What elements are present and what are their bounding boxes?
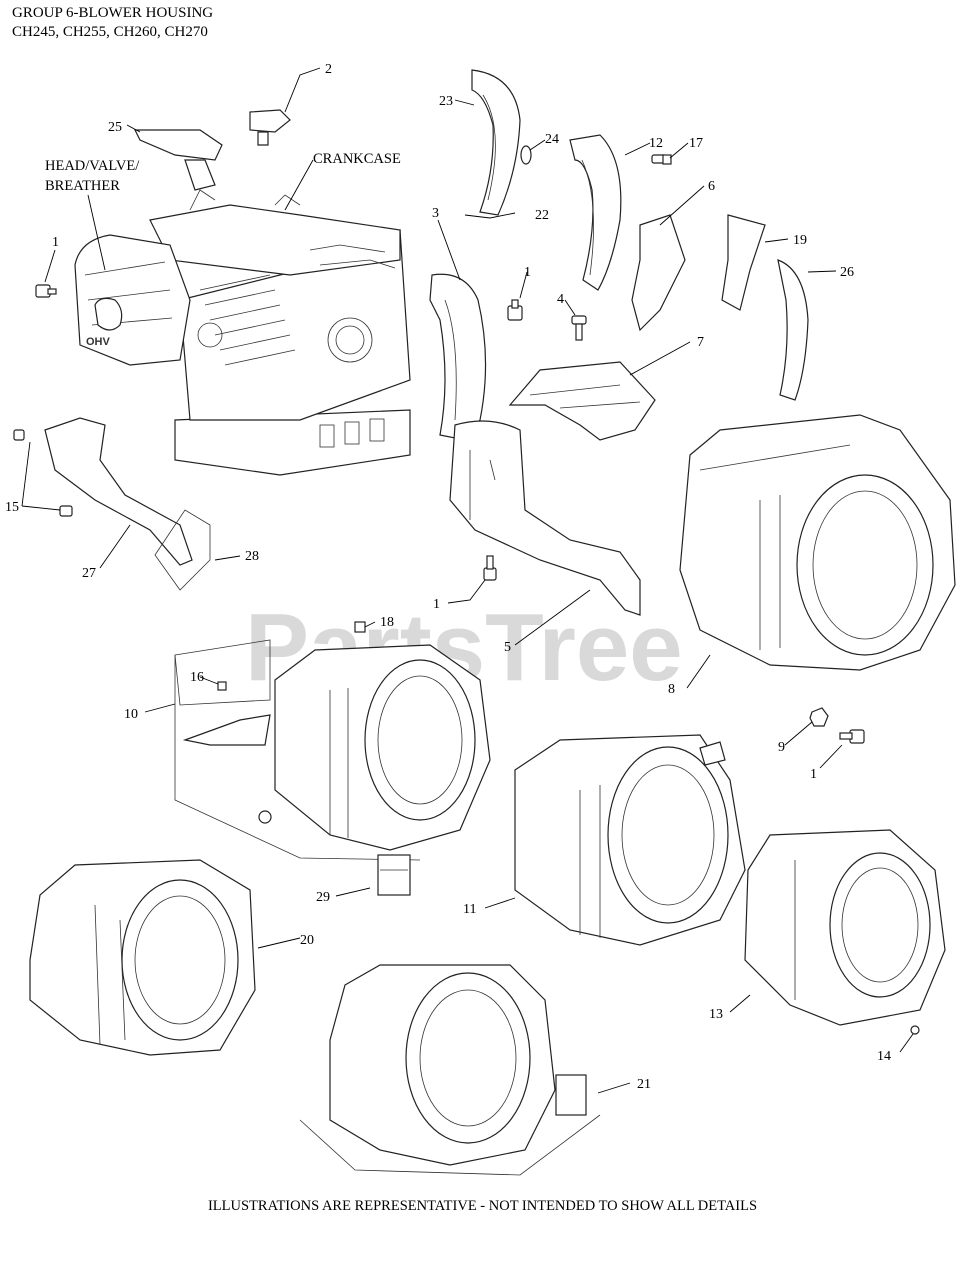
callout-2[interactable]: 2 <box>325 62 332 77</box>
callout-29[interactable]: 29 <box>316 890 330 905</box>
engine-logo: OHV <box>86 336 111 348</box>
footer-disclaimer: ILLUSTRATIONS ARE REPRESENTATIVE - NOT I… <box>207 1198 758 1214</box>
callout-3[interactable]: 3 <box>432 206 439 221</box>
bracket-part-25 <box>134 129 223 191</box>
air-guide-part-5 <box>449 420 641 616</box>
air-guide-part-23 <box>471 69 521 216</box>
callout-26[interactable]: 26 <box>840 265 854 280</box>
callout-21[interactable]: 21 <box>637 1077 651 1092</box>
callout-14[interactable]: 14 <box>877 1049 891 1064</box>
callout-5[interactable]: 5 <box>504 640 511 655</box>
callout-20[interactable]: 20 <box>300 933 314 948</box>
callout-24[interactable]: 24 <box>545 132 559 147</box>
blower-housing-part-13 <box>744 829 946 1026</box>
callout-16[interactable]: 16 <box>190 670 204 685</box>
air-guide-part-6 <box>631 214 686 332</box>
callout-19[interactable]: 19 <box>793 233 807 248</box>
blower-housing-part-8 <box>679 414 956 671</box>
callout-25[interactable]: 25 <box>108 120 122 135</box>
air-guide-part-19 <box>721 214 766 311</box>
baffle-clip <box>182 714 271 746</box>
label-part-29 <box>377 854 411 896</box>
bracket-part-2 <box>249 109 291 146</box>
blower-housing-part-11 <box>514 734 746 946</box>
callout-18[interactable]: 18 <box>380 615 394 630</box>
callout-28[interactable]: 28 <box>245 549 259 564</box>
gasket-part-28 <box>154 509 211 591</box>
callout-17[interactable]: 17 <box>689 136 703 151</box>
callout-1-c[interactable]: 1 <box>433 597 440 612</box>
callout-1-b[interactable]: 1 <box>524 265 531 280</box>
callout-10[interactable]: 10 <box>124 707 138 722</box>
callout-13[interactable]: 13 <box>709 1007 723 1022</box>
nut-part-18 <box>354 621 366 633</box>
callout-1-d[interactable]: 1 <box>810 767 817 782</box>
engine-assembly: OHV <box>74 189 411 476</box>
air-guide-part-12 <box>569 134 622 291</box>
blower-housing-part-20 <box>29 859 256 1056</box>
label-crankcase: CRANKCASE <box>313 151 401 167</box>
callout-27[interactable]: 27 <box>82 566 96 581</box>
callout-22[interactable]: 22 <box>535 208 549 223</box>
screw-part-17 <box>651 154 672 165</box>
callout-1[interactable]: 1 <box>52 235 59 250</box>
callout-15[interactable]: 15 <box>5 500 19 515</box>
air-guide-part-26 <box>777 259 809 401</box>
diagram-title: GROUP 6-BLOWER HOUSING <box>12 5 214 21</box>
blower-housing-kit-10 <box>258 644 491 851</box>
kit-outline-part-10 <box>174 639 271 706</box>
nut-part-16 <box>217 681 227 691</box>
blower-housing-part-21 <box>299 964 601 1176</box>
callout-11[interactable]: 11 <box>463 902 476 917</box>
baffle-part-27 <box>44 417 193 566</box>
callout-4[interactable]: 4 <box>557 292 564 307</box>
diagram-models: CH245, CH255, CH260, CH270 <box>12 24 208 40</box>
callout-6[interactable]: 6 <box>708 179 715 194</box>
nut-part-9 <box>809 707 829 727</box>
callout-8[interactable]: 8 <box>668 682 675 697</box>
screw-part-15 <box>13 429 73 517</box>
callout-9[interactable]: 9 <box>778 740 785 755</box>
grommet-part-24 <box>520 145 532 165</box>
callout-23[interactable]: 23 <box>439 94 453 109</box>
nut-part-14 <box>910 1025 920 1035</box>
callout-numbers: 1 2 3 4 5 6 7 8 9 10 11 12 13 14 15 16 1… <box>5 62 891 1092</box>
callout-12[interactable]: 12 <box>649 136 663 151</box>
air-guide-part-7 <box>508 361 656 441</box>
air-guide-part-3 <box>429 273 487 441</box>
label-head-valve: HEAD/VALVE/ <box>45 158 140 174</box>
leader-lines <box>21 67 914 1094</box>
screw-part-4 <box>571 315 587 341</box>
callout-7[interactable]: 7 <box>697 335 704 350</box>
bolt-part-1 <box>35 284 865 744</box>
label-breather: BREATHER <box>45 178 120 194</box>
